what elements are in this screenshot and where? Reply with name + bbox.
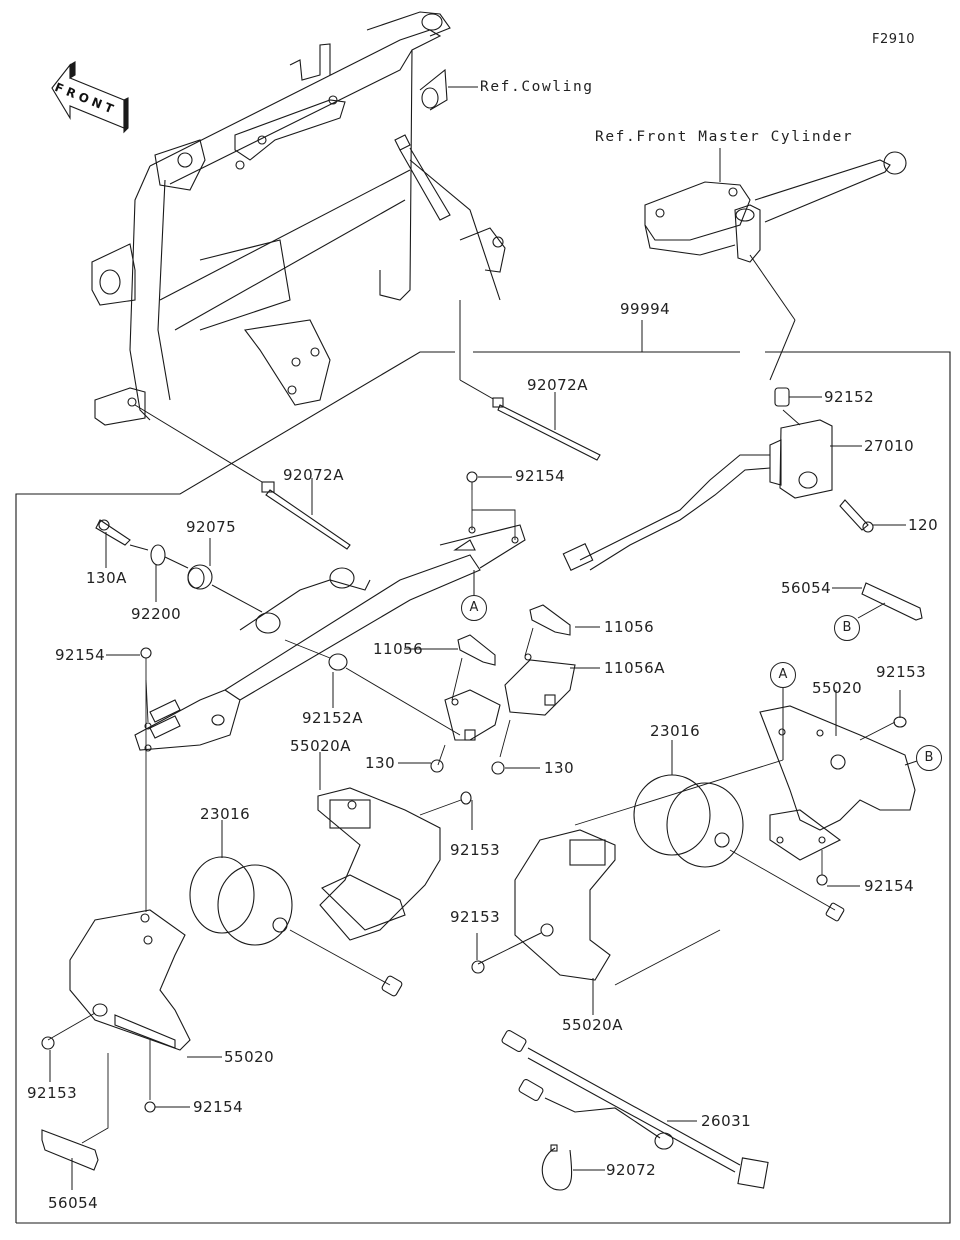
- callout-92075[interactable]: 92075: [186, 518, 237, 536]
- band-92072: [541, 1144, 605, 1191]
- lamp-23016-right: [574, 740, 845, 922]
- callout-92153-bottom[interactable]: 92153: [27, 1084, 78, 1102]
- bolt-92154-left: [106, 647, 152, 912]
- callout-23016-left[interactable]: 23016: [200, 805, 251, 823]
- callout-23016-right[interactable]: 23016: [650, 722, 701, 740]
- callout-99994[interactable]: 99994: [620, 300, 671, 318]
- callout-92072A-left[interactable]: 92072A: [283, 466, 344, 484]
- callout-26031[interactable]: 26031: [701, 1112, 752, 1130]
- callout-11056-left[interactable]: 11056: [373, 640, 424, 658]
- callout-55020-right[interactable]: 55020: [812, 679, 863, 697]
- callout-55020A-right[interactable]: 55020A: [562, 1016, 623, 1034]
- callout-56054-right[interactable]: 56054: [781, 579, 832, 597]
- callout-92152A[interactable]: 92152A: [302, 709, 363, 727]
- callout-55020-left[interactable]: 55020: [224, 1048, 275, 1066]
- front-master-cylinder: [644, 148, 907, 381]
- figure-id: F2910: [872, 32, 916, 47]
- callout-11056A[interactable]: 11056A: [604, 659, 665, 677]
- marker-a-bracket: A: [461, 595, 487, 621]
- lamp-23016-left: [189, 820, 403, 997]
- callout-27010[interactable]: 27010: [864, 437, 915, 455]
- reflector-56054-right: [832, 582, 923, 621]
- mounting-hardware-left: [95, 519, 263, 613]
- cover-55020A-left: [317, 752, 473, 941]
- kit-group-border-right2: [16, 351, 951, 1224]
- cowling-stay-frame: [91, 11, 506, 426]
- callout-92072A-upper[interactable]: 92072A: [527, 376, 588, 394]
- callout-92072[interactable]: 92072: [606, 1161, 657, 1179]
- cable-tie-92072A-left: [134, 404, 351, 550]
- cover-55020A-right: [471, 829, 721, 1015]
- callout-130-right[interactable]: 130: [544, 759, 575, 777]
- callout-92200[interactable]: 92200: [131, 605, 182, 623]
- bolts-130: [398, 759, 540, 775]
- collar-92152A: [284, 639, 461, 736]
- callout-92152[interactable]: 92152: [824, 388, 875, 406]
- callout-92153-mid-right[interactable]: 92153: [450, 841, 501, 859]
- callout-130-left[interactable]: 130: [365, 754, 396, 772]
- mounting-bracket-bar: [134, 524, 526, 752]
- switch-27010-assembly: [562, 387, 906, 571]
- callout-130A[interactable]: 130A: [86, 569, 127, 587]
- callout-92154-left[interactable]: 92154: [55, 646, 106, 664]
- callout-92154-bottom[interactable]: 92154: [193, 1098, 244, 1116]
- callout-55020A-left[interactable]: 55020A: [290, 737, 351, 755]
- marker-b-cover: B: [916, 745, 942, 771]
- cable-tie-92072A-upper: [459, 300, 601, 461]
- callout-11056-right[interactable]: 11056: [604, 618, 655, 636]
- callout-92153-mid-left[interactable]: 92153: [450, 908, 501, 926]
- callout-120[interactable]: 120: [908, 516, 939, 534]
- harness-26031: [501, 1029, 769, 1189]
- callout-56054-bottom[interactable]: 56054: [48, 1194, 99, 1212]
- clamp-bracket-assembly: [404, 604, 600, 766]
- bolt-92154-top: [466, 471, 516, 596]
- cover-55020-right: [759, 687, 921, 887]
- kit-group-border: [15, 351, 455, 1223]
- marker-b-reflector: B: [834, 615, 860, 641]
- callout-92154-top[interactable]: 92154: [515, 467, 566, 485]
- front-arrow-icon: [51, 61, 129, 134]
- ref-cowling-label[interactable]: Ref.Cowling: [480, 79, 594, 95]
- marker-a-cover: A: [770, 662, 796, 688]
- cover-55020-left: [41, 909, 222, 1144]
- callout-92153-right-top[interactable]: 92153: [876, 663, 927, 681]
- callout-92154-right[interactable]: 92154: [864, 877, 915, 895]
- ref-front-master-cylinder-label[interactable]: Ref.Front Master Cylinder: [595, 129, 854, 145]
- reflector-56054-bottom: [41, 1129, 99, 1190]
